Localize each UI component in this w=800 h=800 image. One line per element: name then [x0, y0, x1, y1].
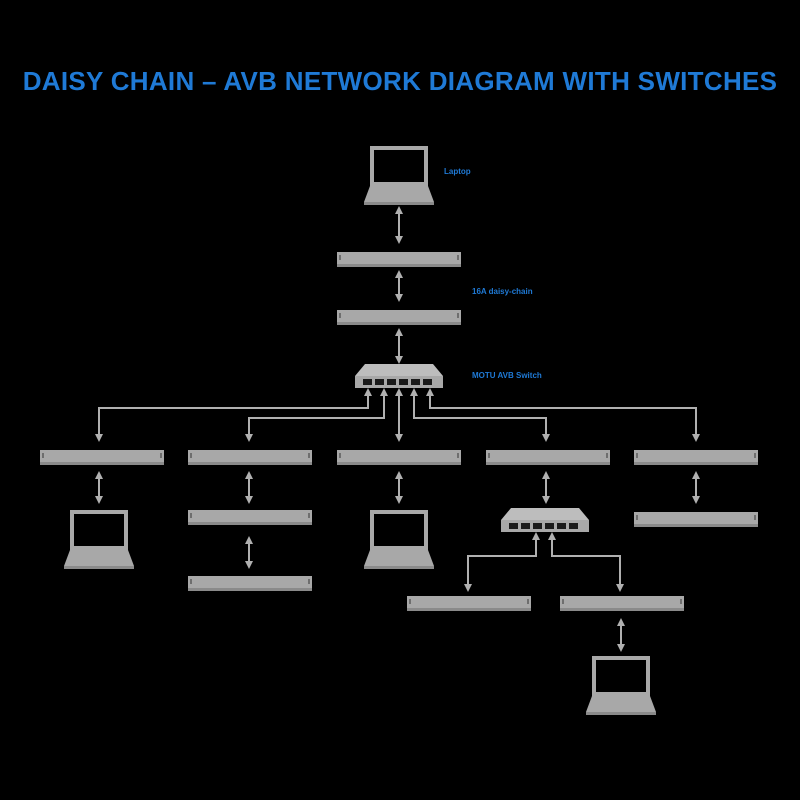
avb-switch-main [355, 364, 443, 388]
branch-4-interface [486, 450, 610, 465]
branch-5-interface-b [634, 512, 758, 527]
branch-2-interface-b [188, 510, 312, 525]
connector-switch-to-branch-4 [410, 388, 550, 442]
laptop-icon-subswitch [586, 656, 656, 715]
laptop-icon-branch-1 [64, 510, 134, 569]
label-laptop: Laptop [444, 167, 471, 176]
branch-2-interface [188, 450, 312, 465]
diagram-title: DAISY CHAIN – AVB NETWORK DIAGRAM WITH S… [22, 66, 778, 96]
audio-interface-2 [337, 310, 461, 325]
connector-switch-to-branch-5 [426, 388, 700, 442]
label-avb-switch: MOTU AVB Switch [472, 371, 542, 380]
connector-subswitch-left [464, 532, 540, 592]
subswitch-interface-left [407, 596, 531, 611]
subswitch-interface-right [560, 596, 684, 611]
branch-3-interface [337, 450, 461, 465]
branch-1-interface [40, 450, 164, 465]
laptop-icon-top [364, 146, 434, 205]
branch-5-interface [634, 450, 758, 465]
branch-2-interface-c [188, 576, 312, 591]
label-daisy-chain: 16A daisy-chain [472, 287, 533, 296]
connector-switch-to-branch-2 [245, 388, 388, 442]
laptop-icon-branch-3 [364, 510, 434, 569]
connector-switch-to-branch-1 [95, 388, 372, 442]
audio-interface-1 [337, 252, 461, 267]
avb-switch-secondary [501, 508, 589, 532]
connector-subswitch-right [548, 532, 624, 592]
